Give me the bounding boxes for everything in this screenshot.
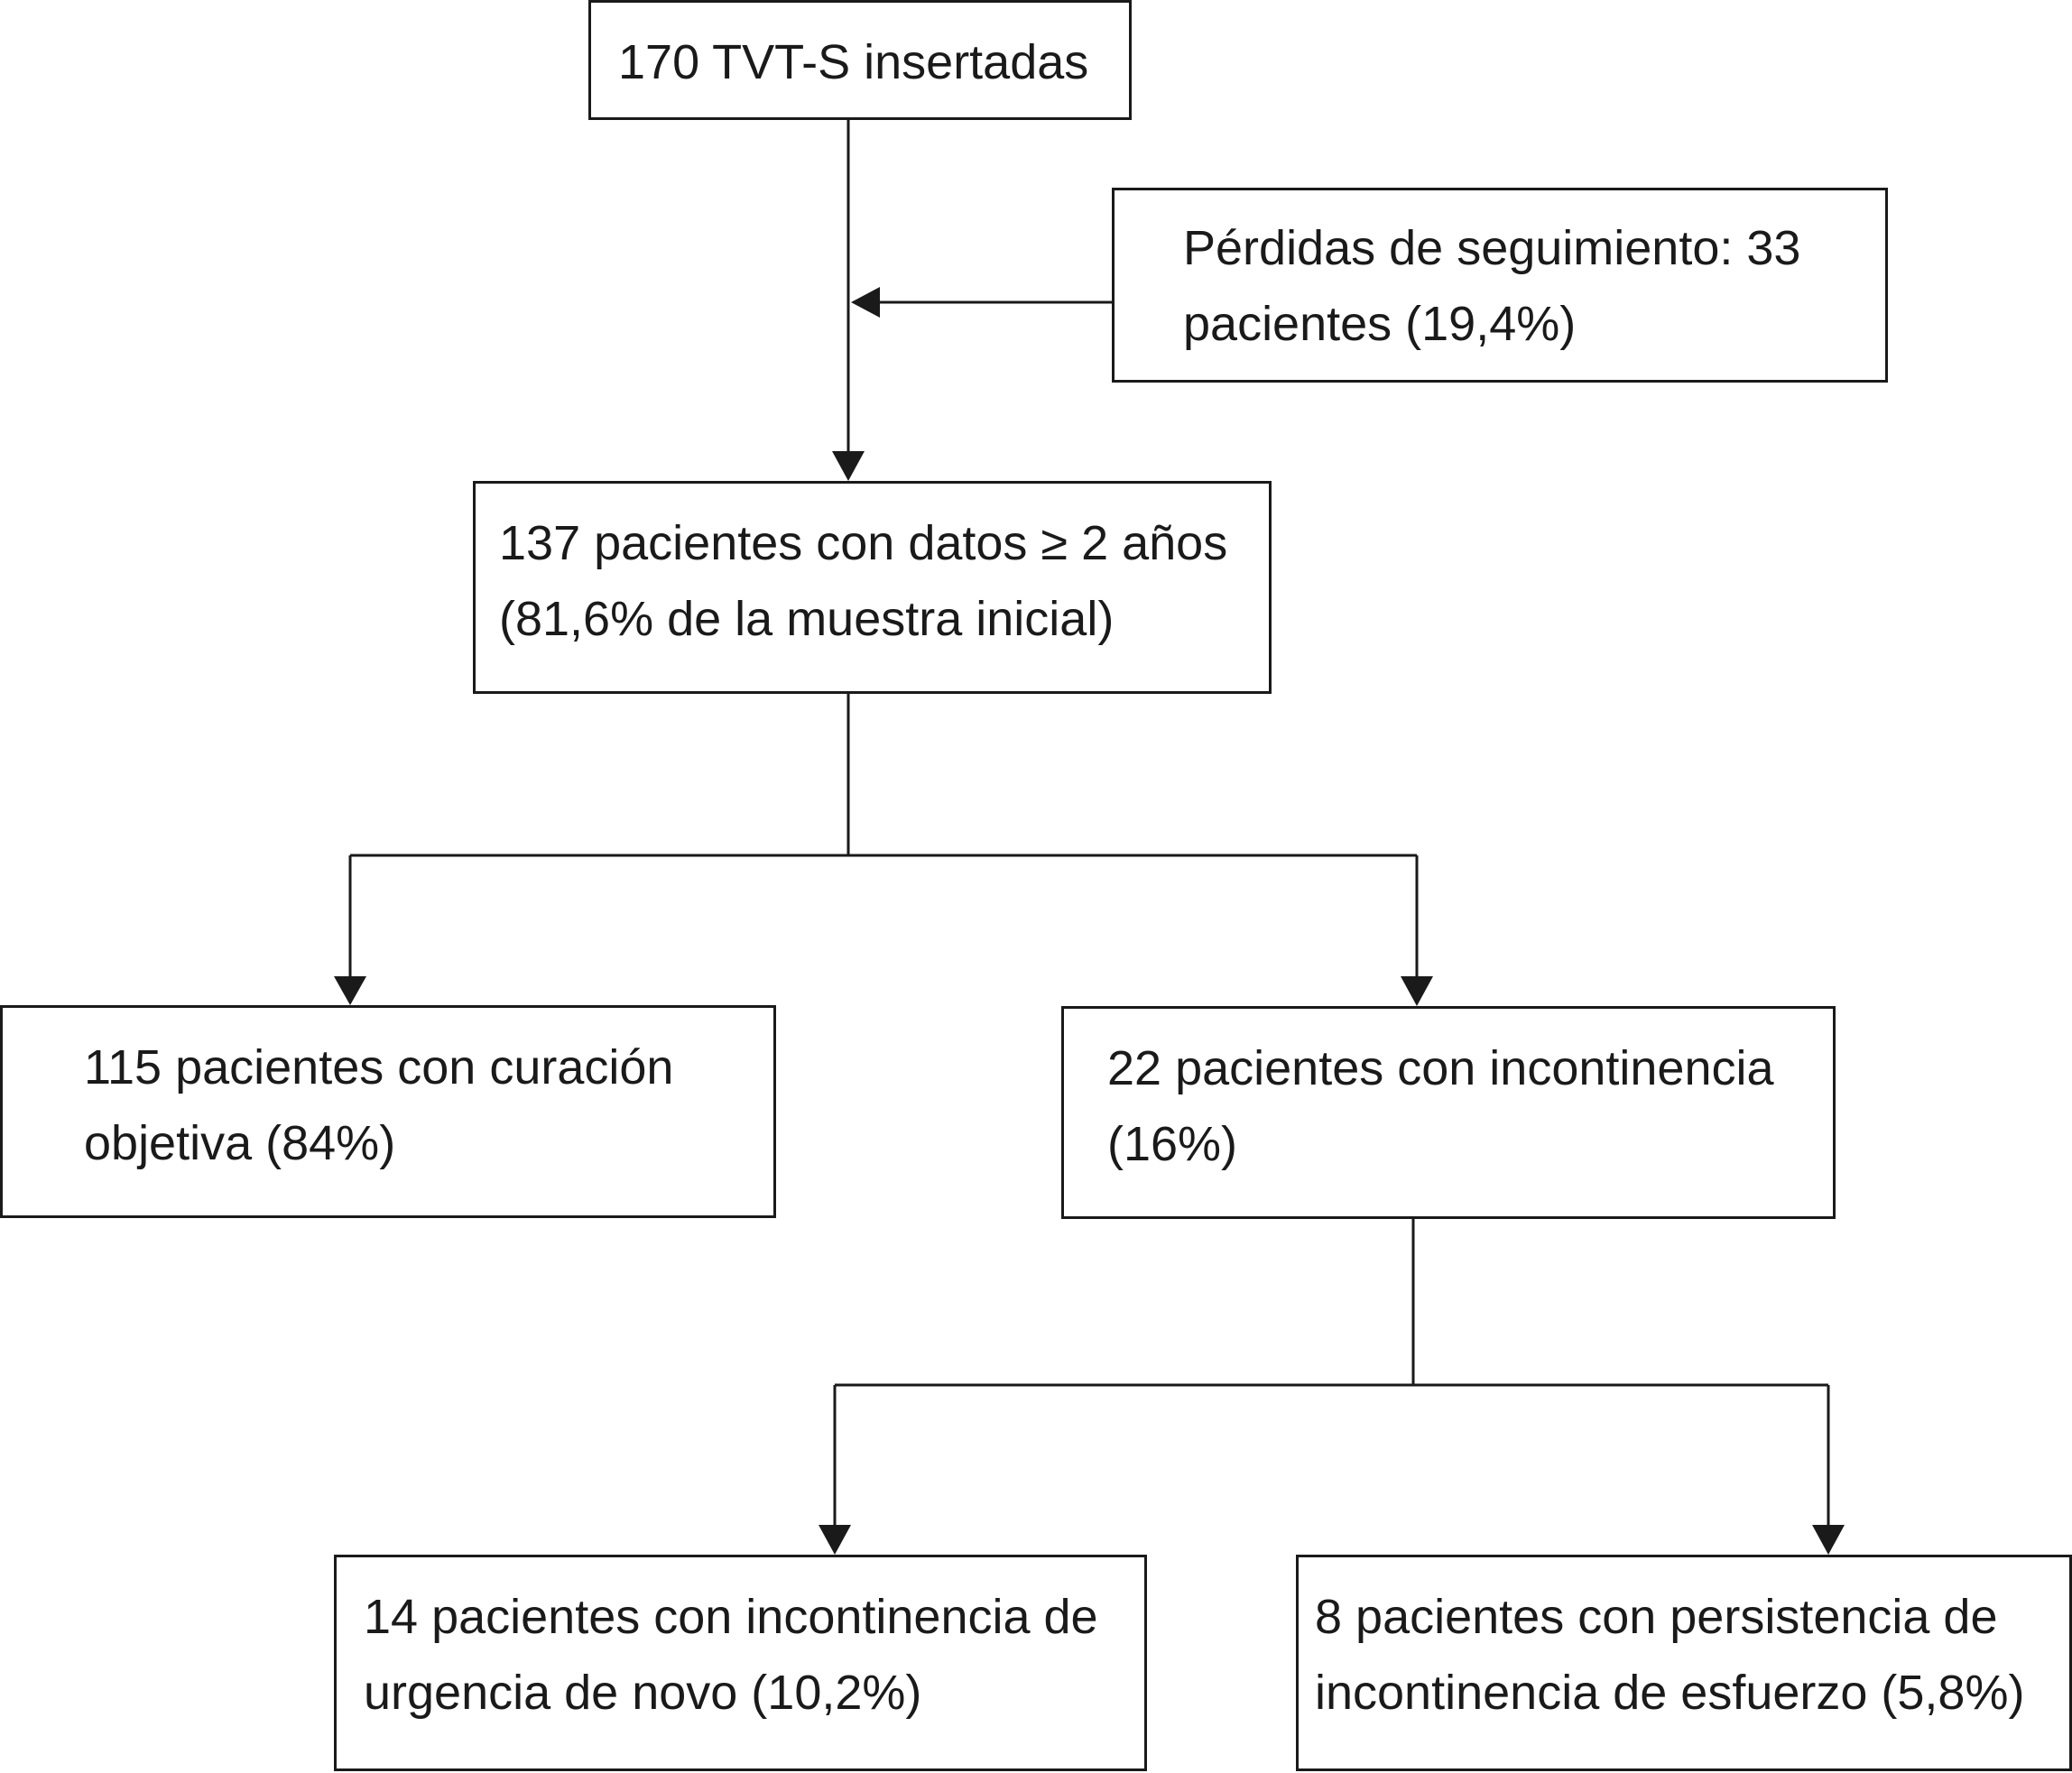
node-urge-de-novo-line1: 14 pacientes con incontinencia de <box>364 1590 1098 1644</box>
node-stress-persistent-text: 8 pacientes con persistencia de incontine… <box>1315 1579 2024 1731</box>
node-urge-de-novo-text: 14 pacientes con incontinencia de urgenci… <box>364 1579 1098 1731</box>
node-lost-followup-line2: pacientes (19,4%) <box>1183 297 1577 351</box>
node-lost-followup-text: Pérdidas de seguimiento: 33 pacientes (19… <box>1183 210 1800 362</box>
arrow-to-stress <box>1812 1525 1845 1555</box>
node-stress-persistent-line1: 8 pacientes con persistencia de <box>1315 1590 1998 1644</box>
arrow-into-trunk <box>851 287 880 318</box>
node-inserted: 170 TVT-S insertadas <box>588 0 1132 120</box>
node-lost-followup-line1: Pérdidas de seguimiento: 33 <box>1183 221 1801 275</box>
node-stress-persistent: 8 pacientes con persistencia de incontine… <box>1296 1555 2072 1771</box>
node-lost-followup: Pérdidas de seguimiento: 33 pacientes (19… <box>1112 188 1888 383</box>
node-incontinence-line1: 22 pacientes con incontinencia <box>1107 1041 1774 1095</box>
node-data-2y-line2: (81,6% de la muestra inicial) <box>499 592 1115 646</box>
node-data-2y: 137 pacientes con datos ≥ 2 años (81,6% d… <box>473 481 1272 694</box>
arrow-to-cured <box>334 976 366 1005</box>
node-data-2y-line1: 137 pacientes con datos ≥ 2 años <box>499 516 1228 570</box>
node-cured: 115 pacientes con curación objetiva (84%) <box>0 1005 776 1218</box>
arrow-to-urge <box>819 1525 851 1555</box>
node-cured-line2: objetiva (84%) <box>84 1116 396 1170</box>
node-inserted-text: 170 TVT-S insertadas <box>618 35 1089 89</box>
node-incontinence-text: 22 pacientes con incontinencia (16%) <box>1107 1030 1774 1182</box>
node-cured-line1: 115 pacientes con curación <box>84 1040 674 1094</box>
node-incontinence-line2: (16%) <box>1107 1117 1238 1171</box>
arrow-to-data <box>832 451 865 481</box>
node-stress-persistent-line2: incontinencia de esfuerzo (5,8%) <box>1315 1666 2025 1720</box>
node-cured-text: 115 pacientes con curación objetiva (84%) <box>84 1030 673 1181</box>
node-data-2y-text: 137 pacientes con datos ≥ 2 años (81,6% d… <box>499 505 1227 657</box>
node-urge-de-novo-line2: urgencia de novo (10,2%) <box>364 1666 922 1720</box>
node-incontinence: 22 pacientes con incontinencia (16%) <box>1061 1006 1836 1219</box>
node-urge-de-novo: 14 pacientes con incontinencia de urgenci… <box>334 1555 1147 1771</box>
arrow-to-incont <box>1401 976 1433 1006</box>
